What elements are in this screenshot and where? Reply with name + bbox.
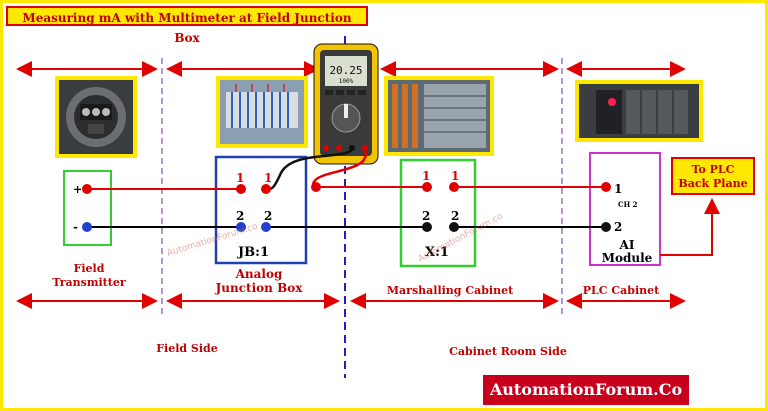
junction-box-photo — [216, 76, 308, 148]
terminal-dots — [82, 182, 611, 232]
marshalling-box — [399, 158, 477, 268]
meter-reading: 20.25 — [329, 64, 362, 77]
plc-cabinet-label: PLC Cabinet — [583, 284, 660, 297]
meter-subreading: 100% — [339, 78, 354, 85]
ai-module-label-1: AI — [619, 238, 635, 252]
mc-term-2b: 2 — [451, 209, 459, 223]
positive-wire — [87, 186, 606, 190]
jb-tag: JB:1 — [237, 245, 269, 260]
junction-box-label-1: Analog — [235, 267, 283, 281]
marshalling-label: Marshalling Cabinet — [387, 284, 514, 297]
ai-module-label-2: Module — [602, 251, 653, 265]
jb-term-2b: 2 — [264, 209, 272, 223]
plc-photo — [575, 80, 703, 142]
field-side-label: Field Side — [156, 342, 218, 355]
field-transmitter-label-2: Transmitter — [52, 276, 125, 289]
field-transmitter-label-1: Field — [74, 262, 105, 275]
mc-tag: X:1 — [425, 245, 449, 260]
mc-term-2a: 2 — [422, 209, 430, 223]
jb-term-2a: 2 — [236, 209, 244, 223]
transmitter-photo — [55, 76, 137, 158]
transmitter-box — [63, 170, 112, 246]
page-title: Measuring mA with Multimeter at Field Ju… — [6, 6, 368, 45]
marshalling-photo — [384, 76, 494, 156]
mc-term-1b: 1 — [451, 169, 459, 183]
jb-term-1a: 1 — [236, 171, 244, 185]
tx-minus-label: - — [73, 220, 78, 234]
to-plc-label-2: Back Plane — [678, 177, 747, 190]
mc-term-1a: 1 — [422, 169, 430, 183]
brand-badge: AutomationForum.Co — [483, 375, 689, 405]
junction-box — [214, 155, 308, 265]
to-plc-box — [671, 157, 755, 195]
backplane-arrow — [660, 198, 720, 256]
to-plc-label-1: To PLC — [692, 163, 735, 176]
plc-term-2: 2 — [614, 220, 622, 234]
plc-channel: CH 2 — [618, 200, 638, 209]
jb-term-1b: 1 — [264, 171, 272, 185]
multimeter-icon: 20.25 100% — [313, 43, 379, 165]
ai-module-box — [589, 152, 661, 266]
plc-term-1: 1 — [614, 182, 622, 196]
junction-box-label-2: Junction Box — [215, 281, 304, 295]
tx-plus-label: + — [73, 183, 82, 196]
cabinet-room-side-label: Cabinet Room Side — [449, 345, 567, 358]
